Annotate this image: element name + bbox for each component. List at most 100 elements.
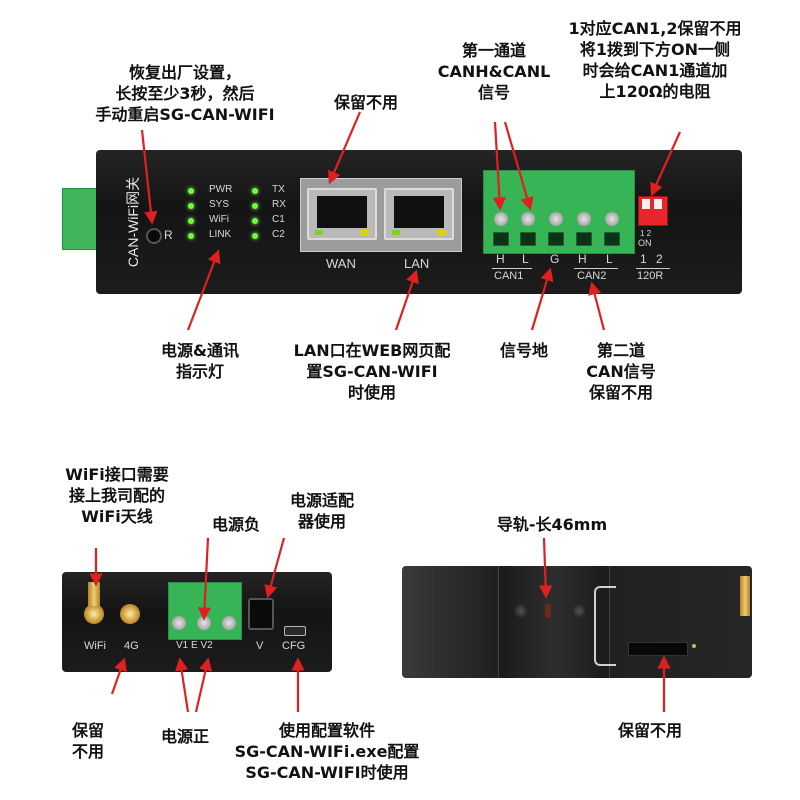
power-screw-1 xyxy=(172,616,186,630)
dc-power-jack[interactable] xyxy=(248,598,274,630)
rail-screw-left xyxy=(514,604,528,618)
can-pin-5: L xyxy=(606,252,613,266)
wifi-antenna-connector[interactable] xyxy=(84,604,104,624)
g4-port-label: 4G xyxy=(124,640,139,652)
g4-antenna-connector[interactable] xyxy=(120,604,140,624)
annotation-wifi-antenna: WiFi接口需要 接上我司配的 WiFi天线 xyxy=(65,465,169,526)
led-c2 xyxy=(252,233,258,239)
led-label-pwr: PWR xyxy=(209,184,233,195)
power-screw-3 xyxy=(222,616,236,630)
reset-button[interactable] xyxy=(146,228,162,244)
wifi-port-label: WiFi xyxy=(84,640,106,652)
dip-120r-label: 120R xyxy=(637,270,664,282)
lan-label: LAN xyxy=(404,256,430,271)
arrow-canh xyxy=(492,121,506,211)
rail-led xyxy=(692,644,696,648)
rail-spring xyxy=(594,586,616,666)
din-rail-clip xyxy=(498,566,610,678)
led-pwr xyxy=(188,188,194,194)
can-screw-4 xyxy=(577,212,591,226)
rail-antenna-stub xyxy=(740,576,750,616)
can-hole-1 xyxy=(493,232,509,246)
cfg-usb-port[interactable] xyxy=(284,626,306,636)
power-pins-label: V1 E V2 xyxy=(176,640,213,651)
led-sys xyxy=(188,203,194,209)
arrow-4g xyxy=(110,657,127,695)
led-link xyxy=(188,233,194,239)
arrow-power-neg xyxy=(197,537,212,621)
arrow-rail xyxy=(539,537,553,599)
dip-number-2: 2 xyxy=(656,252,663,266)
annotation-4g-reserved: 保留 不用 xyxy=(71,721,104,761)
annotation-rail-reserved: 保留不用 xyxy=(617,721,682,740)
arrow-gnd xyxy=(530,267,554,331)
top-device: CAN-WiFi网关 R PWR SYS WiFi LINK TX RX C1 … xyxy=(0,0,800,330)
rail-screw-right xyxy=(572,604,586,618)
arrow-lan xyxy=(394,269,419,331)
annotation-lan: LAN口在WEB网页配 置SG-CAN-WIFI 时使用 xyxy=(293,341,451,402)
dip-underline xyxy=(636,268,670,269)
can-pin-2: L xyxy=(522,252,529,266)
arrow-dip xyxy=(650,131,682,197)
reset-label: R xyxy=(164,228,173,242)
led-tx xyxy=(252,188,258,194)
led-wifi xyxy=(188,218,194,224)
dip-on-label: ON xyxy=(638,238,652,248)
can-pin-3: G xyxy=(550,252,560,266)
annotation-wan-reserved: 保留不用 xyxy=(333,93,398,112)
arrow-can2 xyxy=(588,281,606,331)
can-hole-3 xyxy=(548,232,564,246)
arrow-power-pos-2 xyxy=(194,657,213,713)
dip-number-1: 1 xyxy=(640,252,647,266)
wan-port[interactable] xyxy=(307,188,377,240)
wan-label: WAN xyxy=(326,256,356,271)
dip-sub-label: 1 2 xyxy=(640,229,652,238)
annotation-leds: 电源&通讯 指示灯 xyxy=(161,341,239,381)
arrow-leds xyxy=(186,249,221,331)
annotation-rail: 导轨-长46mm xyxy=(496,515,608,534)
led-c1 xyxy=(252,218,258,224)
led-label-wifi: WiFi xyxy=(209,214,229,225)
can-screw-1 xyxy=(494,212,508,226)
arrow-reset xyxy=(140,129,158,225)
led-label-c1: C1 xyxy=(272,214,285,225)
dip-switch-knob-1 xyxy=(642,199,650,209)
can1-underline xyxy=(492,268,532,269)
cfg-port-label: CFG xyxy=(282,640,306,652)
led-label-rx: RX xyxy=(272,199,286,210)
can2-underline xyxy=(574,268,618,269)
led-label-link: LINK xyxy=(209,229,232,240)
can-hole-4 xyxy=(576,232,592,246)
annotation-signal-ground: 信号地 xyxy=(499,341,548,360)
arrow-canl xyxy=(503,121,534,211)
annotation-reset: 恢复出厂设置， 长按至少3秒，然后 手动重启SG-CAN-WIFI xyxy=(95,63,275,124)
led-label-sys: SYS xyxy=(209,199,230,210)
led-label-c2: C2 xyxy=(272,229,285,240)
wifi-antenna-stub xyxy=(88,582,100,606)
led-label-tx: TX xyxy=(272,184,285,195)
arrow-wan xyxy=(328,111,362,185)
can-screw-5 xyxy=(605,212,619,226)
can-screw-2 xyxy=(521,212,535,226)
can-hole-5 xyxy=(604,232,620,246)
annotation-adapter: 电源适配 器使用 xyxy=(289,491,354,531)
can1-label: CAN1 xyxy=(494,270,524,282)
annotation-can1-signal: 第一通道 CANH&CANL 信号 xyxy=(437,41,551,102)
annotation-cfg: 使用配置软件 SG-CAN-WIFi.exe配置 SG-CAN-WIFI时使用 xyxy=(234,721,420,782)
annotation-can2: 第二道 CAN信号 保留不用 xyxy=(586,341,656,402)
lan-port[interactable] xyxy=(384,188,454,240)
rail-hole xyxy=(545,604,551,618)
led-rx xyxy=(252,203,258,209)
dc-jack-label: V xyxy=(256,640,264,652)
annotation-power-negative: 电源负 xyxy=(211,515,260,534)
can2-label: CAN2 xyxy=(577,270,607,282)
annotation-power-positive: 电源正 xyxy=(160,727,209,746)
can-pin-1: H xyxy=(496,252,505,266)
arrow-power-pos-1 xyxy=(175,657,190,713)
arrow-adapter xyxy=(264,537,286,599)
dip-switch-knob-2 xyxy=(654,199,662,209)
can-pin-4: H xyxy=(578,252,587,266)
can-hole-2 xyxy=(520,232,536,246)
annotation-dip-switch: 1对应CAN1,2保留不用 将1拨到下方ON一侧 时会给CAN1通道加 上120… xyxy=(568,19,742,101)
